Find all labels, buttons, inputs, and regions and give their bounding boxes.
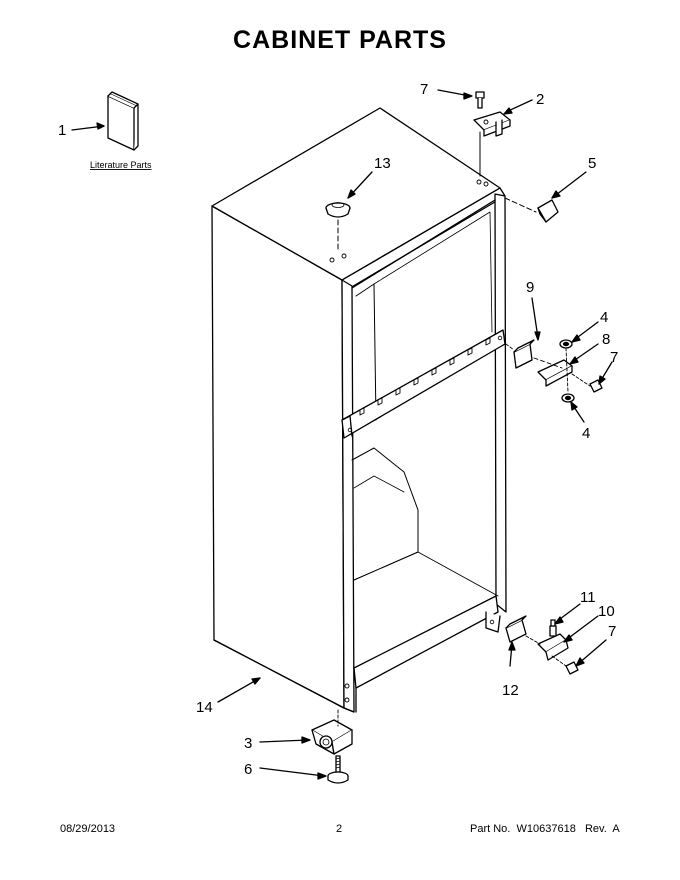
bushing-bottom xyxy=(561,393,575,403)
leader-14 xyxy=(217,677,261,703)
roller-assembly xyxy=(311,709,353,755)
center-hinge-screw xyxy=(571,373,603,393)
hinge-cover xyxy=(504,197,559,223)
leader-6 xyxy=(259,767,325,777)
refrigerator-cabinet xyxy=(211,107,507,713)
center-hinge-shim xyxy=(505,339,535,369)
callout-9: 9 xyxy=(526,279,534,296)
plug-button xyxy=(325,202,351,253)
callout-6: 6 xyxy=(244,761,252,778)
part-label: Part No. xyxy=(470,823,511,835)
bottom-hinge xyxy=(525,633,569,661)
part-number: W10637618 xyxy=(516,823,576,835)
callout-1: 1 xyxy=(58,122,66,139)
callout-7-mid: 7 xyxy=(610,349,618,366)
callout-8: 8 xyxy=(602,331,610,348)
leveling-leg xyxy=(327,755,349,784)
callout-4-bottom: 4 xyxy=(582,425,590,442)
page-title: CABINET PARTS xyxy=(233,26,447,54)
callout-5: 5 xyxy=(588,155,596,172)
bushing-top xyxy=(559,339,573,349)
footer-part-info: Part No. W10637618 Rev. A xyxy=(470,823,620,835)
literature-parts-label: Literature Parts xyxy=(90,160,152,170)
callout-3: 3 xyxy=(244,735,252,752)
bottom-hinge-pin xyxy=(549,619,557,637)
bottom-hinge-spacer xyxy=(505,615,527,643)
center-hinge xyxy=(533,357,573,387)
callout-7-top: 7 xyxy=(420,81,428,98)
callout-10: 10 xyxy=(598,603,615,620)
footer-page-number: 2 xyxy=(336,823,343,835)
callout-12: 12 xyxy=(502,682,519,699)
hinge-screw xyxy=(475,91,485,109)
callout-7-bottom: 7 xyxy=(608,623,616,640)
leader-9 xyxy=(531,297,539,339)
leader-3 xyxy=(259,739,309,743)
callout-11: 11 xyxy=(580,589,596,606)
callout-13: 13 xyxy=(374,155,391,172)
callout-4-top: 4 xyxy=(600,309,608,326)
literature-booklet xyxy=(107,91,139,151)
leader-10 xyxy=(565,615,599,641)
callout-14: 14 xyxy=(196,699,213,716)
top-hinge xyxy=(473,111,511,177)
rev-value: A xyxy=(612,823,620,835)
leader-7-bottom xyxy=(577,639,607,665)
footer-date: 08/29/2013 xyxy=(60,823,116,835)
bottom-hinge-screw xyxy=(551,655,579,675)
rev-label: Rev. xyxy=(584,823,607,835)
callout-2: 2 xyxy=(536,91,544,108)
